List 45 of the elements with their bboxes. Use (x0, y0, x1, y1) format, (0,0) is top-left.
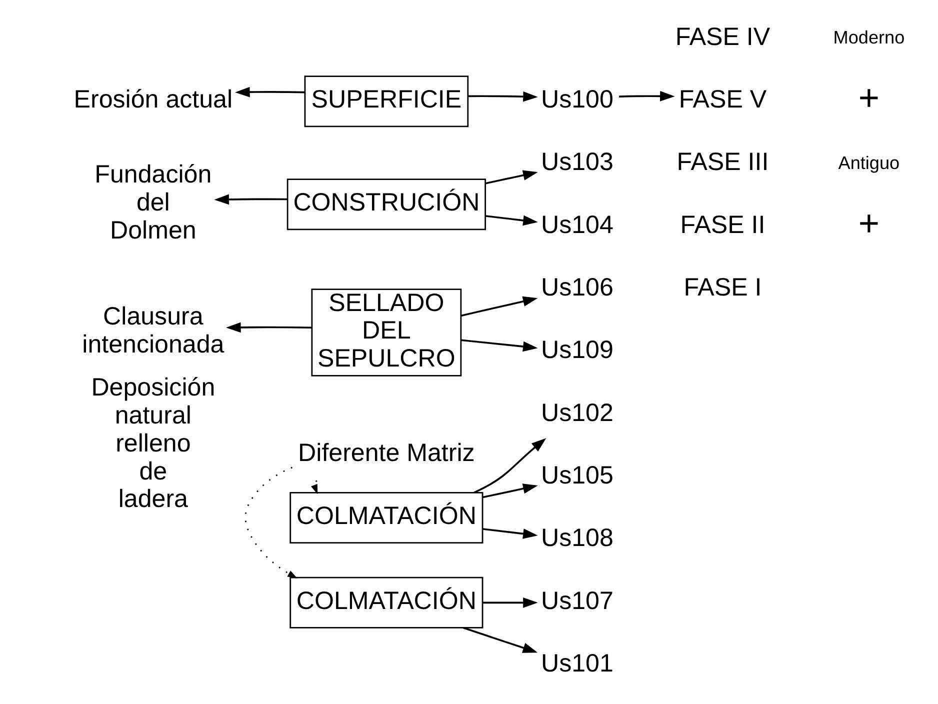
arrow (484, 170, 538, 184)
label: FASE I (683, 273, 762, 302)
label: Moderno (832, 27, 904, 48)
node-text: Us104 (540, 210, 613, 239)
arrow (482, 597, 538, 608)
node-box: COLMATACIÓN (289, 576, 483, 628)
node-text: Us106 (540, 273, 613, 302)
arrow (214, 194, 287, 205)
node-text: Diferente Matriz (298, 439, 474, 468)
node-box: SUPERFICIE (304, 76, 468, 128)
arrow (460, 339, 538, 352)
node-text: Us105 (540, 461, 613, 490)
arrow (460, 296, 538, 317)
node-text: Clausura intencionada (82, 302, 224, 359)
label: + (858, 77, 880, 118)
node-text: Us108 (540, 524, 613, 552)
node-text: Us100 (540, 85, 613, 114)
label: + (858, 202, 880, 244)
arrow (482, 528, 538, 539)
node-text: Erosión actual (73, 85, 232, 114)
node-text: Us109 (540, 336, 613, 364)
arrow (485, 215, 538, 226)
label: FASE III (676, 148, 768, 176)
arrow (473, 438, 546, 494)
arrow (234, 86, 304, 98)
arrow (226, 322, 312, 333)
label: Deposición natural relleno de ladera (90, 374, 215, 514)
arrow (482, 484, 538, 498)
arrow (462, 626, 538, 653)
node-text: Us101 (540, 649, 613, 678)
node-text: FASE V (678, 85, 766, 114)
node-text: Fundación del Dolmen (94, 160, 212, 244)
label: Antiguo (838, 152, 900, 173)
node-text: Us103 (540, 148, 613, 176)
arrow (310, 480, 318, 494)
arrow (618, 90, 674, 102)
label: FASE II (680, 210, 765, 239)
label: FASE IV (674, 22, 770, 51)
arrow (244, 466, 297, 578)
arrow (468, 91, 538, 102)
node-box: SELLADO DEL SEPULCRO (310, 288, 462, 376)
node-text: Us102 (540, 398, 613, 427)
node-box: CONSTRUCIÓN (286, 178, 486, 230)
node-box: COLMATACIÓN (289, 492, 483, 544)
node-text: Us107 (540, 586, 613, 615)
